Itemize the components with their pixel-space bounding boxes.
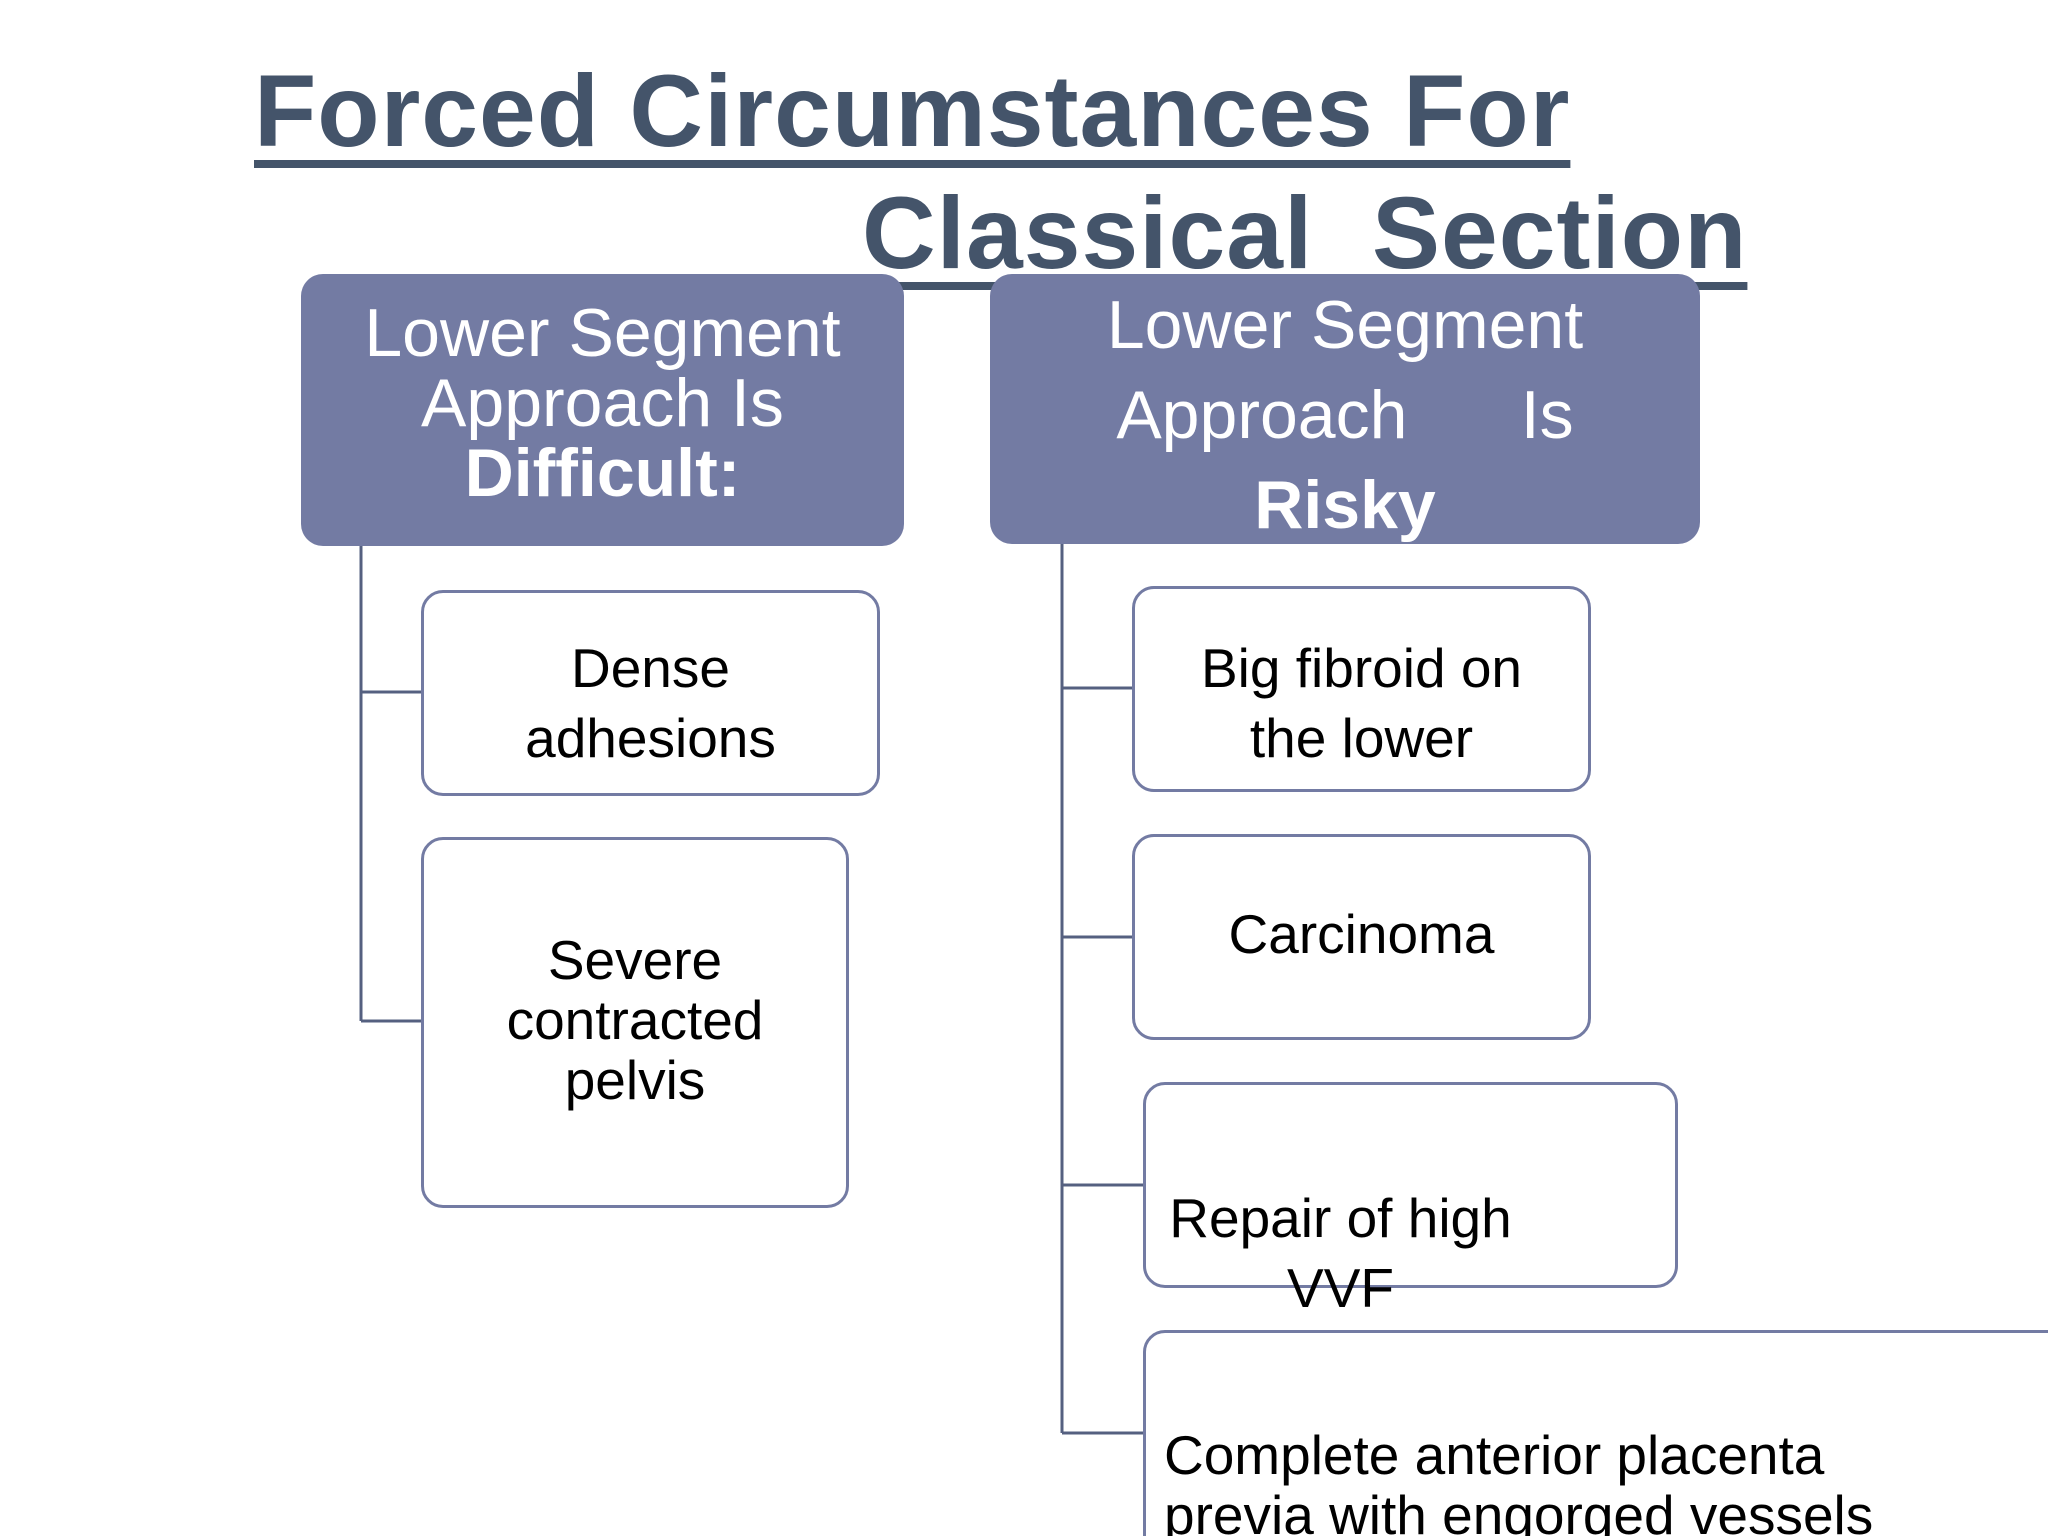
- item-severe-contracted-pelvis: Severe contracted pelvis: [421, 837, 849, 1208]
- item-big-fibroid-label: Big fibroid on the lower: [1200, 637, 1523, 769]
- title-line-2: Classical Section: [862, 176, 1748, 290]
- item-dense-adhesions: Dense adhesions: [421, 590, 880, 796]
- item-big-fibroid: Big fibroid on the lower: [1132, 586, 1591, 792]
- header-difficult-emphasis: Difficult:: [464, 435, 741, 511]
- header-risky-line-1: Lower Segment: [1106, 287, 1584, 363]
- header-risky-emphasis: Risky: [1254, 467, 1436, 543]
- header-risky: Lower Segment Approach Is Risky: [990, 274, 1700, 544]
- item-carcinoma: Carcinoma: [1132, 834, 1591, 1040]
- header-difficult-line-1: Lower Segment: [364, 295, 841, 371]
- item-placenta-previa: Complete anterior placenta previa with e…: [1143, 1330, 2048, 1536]
- item-dense-adhesions-label: Dense adhesions: [525, 637, 776, 769]
- header-difficult-line-2: Approach Is: [421, 365, 784, 441]
- title-line-1: Forced Circumstances For: [254, 54, 1571, 168]
- item-placenta-previa-label: Complete anterior placenta previa with e…: [1164, 1424, 1874, 1536]
- header-risky-line-2: Approach Is: [1116, 377, 1574, 453]
- item-repair-high-vvf: Repair of high VVF: [1143, 1082, 1678, 1319]
- header-difficult: Lower Segment Approach Is Difficult:: [301, 274, 904, 546]
- item-carcinoma-label: Carcinoma: [1228, 903, 1495, 965]
- item-repair-high-vvf-label: Repair of high VVF: [1169, 1187, 1512, 1319]
- item-severe-contracted-pelvis-label: Severe contracted pelvis: [506, 929, 764, 1111]
